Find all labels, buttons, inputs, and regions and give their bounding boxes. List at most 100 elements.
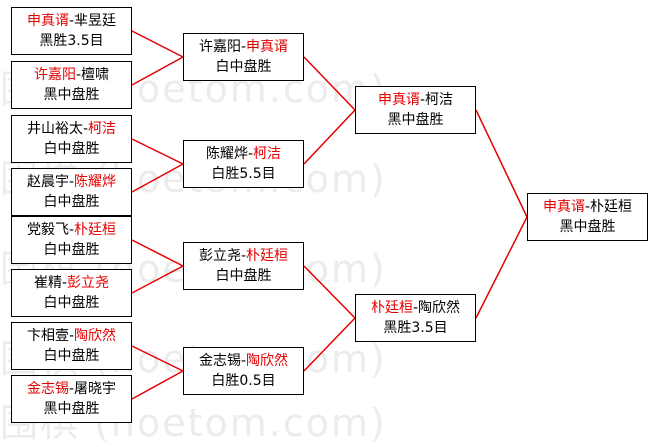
match-players: 金志锡-屠晓宇: [12, 379, 131, 399]
match-players: 申真谞-柯洁: [356, 90, 475, 110]
match-result: 黑中盘胜: [43, 401, 100, 417]
player-black: 许嘉阳: [33, 67, 76, 83]
connector-round2-3: [303, 265, 356, 319]
player-black: 申真谞: [26, 13, 69, 29]
round1-match-4: 赵晨宇-陈耀烨白中盘胜: [11, 168, 132, 216]
player-black: 申真谞: [542, 199, 585, 215]
player-white: 朴廷桓: [590, 199, 633, 215]
connector-round1-4: [131, 163, 184, 193]
match-result: 白中盘胜: [43, 295, 100, 311]
player-white: 檀啸: [81, 67, 110, 83]
match-result: 黑中盘胜: [43, 87, 100, 103]
player-white: 彭立尧: [67, 275, 110, 291]
player-separator: -: [240, 353, 247, 369]
connector-round3-2: [475, 216, 528, 319]
player-separator: -: [419, 92, 426, 108]
player-separator: -: [240, 248, 247, 264]
player-white: 柯洁: [88, 121, 117, 137]
match-players: 井山裕太-柯洁: [12, 119, 131, 139]
player-black: 陈耀烨: [205, 146, 248, 162]
player-black: 金志锡: [26, 381, 69, 397]
player-separator: -: [75, 67, 82, 83]
player-black: 卞相壹: [26, 328, 69, 344]
match-result: 白中盘胜: [43, 194, 100, 210]
player-separator: -: [68, 13, 75, 29]
connector-round1-6: [131, 265, 184, 294]
player-separator: -: [247, 146, 254, 162]
connector-round1-7: [131, 345, 184, 372]
match-result: 白中盘胜: [43, 348, 100, 364]
player-separator: -: [68, 174, 75, 190]
match-players: 许嘉阳-檀啸: [12, 65, 131, 85]
round3-match-2: 朴廷桓-陶欣然黑胜3.5目: [355, 294, 476, 342]
player-white: 柯洁: [253, 146, 282, 162]
player-black: 申真谞: [377, 92, 420, 108]
match-result: 黑胜3.5目: [383, 320, 448, 336]
player-separator: -: [584, 199, 591, 215]
match-players: 许嘉阳-申真谞: [184, 37, 303, 57]
connector-round1-3: [131, 138, 184, 165]
round2-match-3: 彭立尧-朴廷桓白中盘胜: [183, 242, 304, 290]
match-players: 金志锡-陶欣然: [184, 351, 303, 371]
player-white: 陶欣然: [74, 328, 117, 344]
match-players: 党毅飞-朴廷桓: [12, 220, 131, 240]
match-players: 崔精-彭立尧: [12, 273, 131, 293]
match-result: 白中盘胜: [43, 242, 100, 258]
match-result: 黑中盘胜: [559, 219, 616, 235]
player-white: 柯洁: [425, 92, 454, 108]
player-black: 赵晨宇: [26, 174, 69, 190]
player-separator: -: [412, 300, 419, 316]
connector-round1-8: [131, 370, 184, 400]
round2-match-2: 陈耀烨-柯洁白胜5.5目: [183, 140, 304, 188]
round1-match-6: 崔精-彭立尧白中盘胜: [11, 269, 132, 317]
player-white: 陶欣然: [418, 300, 461, 316]
match-result: 白胜0.5目: [211, 373, 276, 389]
round1-match-8: 金志锡-屠晓宇黑中盘胜: [11, 375, 132, 423]
player-separator: -: [68, 222, 75, 238]
player-black: 崔精: [33, 275, 62, 291]
match-players: 赵晨宇-陈耀烨: [12, 172, 131, 192]
bracket-connector-lines: [131, 30, 528, 400]
player-white: 陶欣然: [246, 353, 289, 369]
connector-round2-4: [303, 317, 356, 372]
player-black: 井山裕太: [26, 121, 83, 137]
match-players: 申真谞-芈昱廷: [12, 11, 131, 31]
player-white: 朴廷桓: [74, 222, 117, 238]
player-white: 朴廷桓: [246, 248, 289, 264]
round3-match-1: 申真谞-柯洁黑中盘胜: [355, 86, 476, 134]
player-black: 党毅飞: [26, 222, 69, 238]
player-separator: -: [240, 39, 247, 55]
match-players: 彭立尧-朴廷桓: [184, 246, 303, 266]
round2-match-4: 金志锡-陶欣然白胜0.5目: [183, 347, 304, 395]
player-black: 朴廷桓: [370, 300, 413, 316]
player-black: 彭立尧: [198, 248, 241, 264]
match-players: 陈耀烨-柯洁: [184, 144, 303, 164]
player-separator: -: [68, 381, 75, 397]
match-result: 白中盘胜: [43, 141, 100, 157]
connector-round1-1: [131, 30, 184, 58]
player-white: 申真谞: [246, 39, 289, 55]
match-result: 黑胜3.5目: [39, 33, 104, 49]
round2-match-1: 许嘉阳-申真谞白中盘胜: [183, 33, 304, 81]
match-result: 黑中盘胜: [387, 112, 444, 128]
match-players: 朴廷桓-陶欣然: [356, 298, 475, 318]
final-match-1: 申真谞-朴廷桓黑中盘胜: [527, 193, 648, 241]
round1-match-3: 井山裕太-柯洁白中盘胜: [11, 115, 132, 163]
player-separator: -: [82, 121, 89, 137]
connector-round2-2: [303, 109, 356, 165]
round1-match-7: 卞相壹-陶欣然白中盘胜: [11, 322, 132, 370]
round1-match-1: 申真谞-芈昱廷黑胜3.5目: [11, 7, 132, 55]
connector-round1-5: [131, 239, 184, 267]
match-result: 白中盘胜: [215, 59, 272, 75]
connector-round2-1: [303, 56, 356, 111]
match-players: 申真谞-朴廷桓: [528, 197, 647, 217]
player-black: 许嘉阳: [198, 39, 241, 55]
match-result: 白中盘胜: [215, 268, 272, 284]
match-result: 白胜5.5目: [211, 166, 276, 182]
player-separator: -: [61, 275, 68, 291]
round1-match-2: 许嘉阳-檀啸黑中盘胜: [11, 61, 132, 109]
player-white: 屠晓宇: [74, 381, 117, 397]
round1-match-5: 党毅飞-朴廷桓白中盘胜: [11, 216, 132, 264]
player-black: 金志锡: [198, 353, 241, 369]
connector-round1-2: [131, 56, 184, 86]
